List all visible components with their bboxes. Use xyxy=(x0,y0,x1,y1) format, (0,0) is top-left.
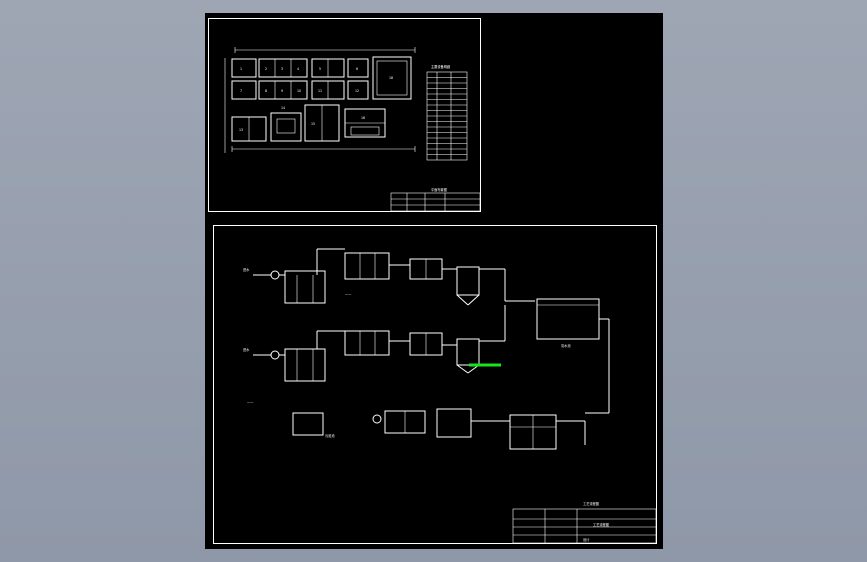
large-room-number: 18 xyxy=(389,76,393,80)
room-5: 5 xyxy=(319,67,321,71)
sludge-line: —— 污泥池 xyxy=(247,400,586,450)
process-sheet: 进水 —— 进水 xyxy=(213,225,657,544)
plan-row-1: 1 2 3 4 5 6 xyxy=(231,58,369,78)
room-2: 2 xyxy=(265,67,267,71)
process-title-block: 工艺流程图 工艺流程图 设计 xyxy=(512,501,657,544)
layout-title-block: 平面布置图 xyxy=(390,187,481,212)
room-8: 8 xyxy=(265,89,267,93)
process-title-main: 工艺流程图 xyxy=(593,522,609,527)
large-room xyxy=(372,56,412,100)
svg-text:——: —— xyxy=(345,292,352,296)
process-sheet-border xyxy=(213,225,657,544)
equipment-table-title: 主要设备明细 xyxy=(431,64,450,69)
process-title-sub: 工艺流程图 xyxy=(583,501,599,506)
svg-text:——: —— xyxy=(247,400,254,404)
inflow-label-1: 进水 xyxy=(243,267,250,272)
layout-title-text: 平面布置图 xyxy=(431,187,447,192)
inflow-label-2: 进水 xyxy=(243,347,250,352)
layout-sheet: 1 2 3 4 5 6 7 8 9 10 11 12 18 xyxy=(208,18,481,212)
cad-drawing-canvas: 1 2 3 4 5 6 7 8 9 10 11 12 18 xyxy=(205,13,663,549)
room-12: 12 xyxy=(355,89,359,93)
room-15: 15 xyxy=(311,122,315,126)
room-6: 6 xyxy=(356,67,358,71)
tank-caption: 清水池 xyxy=(561,343,571,348)
room-9: 9 xyxy=(281,89,283,93)
room-10: 10 xyxy=(297,89,301,93)
room-13: 13 xyxy=(239,128,243,132)
room-11: 11 xyxy=(318,89,322,93)
plan-row-2: 7 8 9 10 11 12 xyxy=(231,80,369,100)
room-3: 3 xyxy=(281,67,283,71)
room-4: 4 xyxy=(297,67,299,71)
process-line-1: 进水 —— xyxy=(243,248,535,306)
room-16: 16 xyxy=(361,116,365,120)
process-title-name: 设计 xyxy=(583,537,590,542)
cad-drawing: 1 2 3 4 5 6 7 8 9 10 11 12 18 xyxy=(208,18,657,544)
process-line-2: 进水 xyxy=(243,305,506,382)
equipment-table: 主要设备明细 xyxy=(426,64,468,161)
layout-sheet-border xyxy=(208,18,481,212)
room-1: 1 xyxy=(240,67,242,71)
room-7: 7 xyxy=(240,89,242,93)
room-14: 14 xyxy=(281,106,285,110)
sludge-caption: 污泥池 xyxy=(325,433,335,438)
plan-row-3: 13 14 15 16 xyxy=(231,104,386,142)
clear-water-tank: 清水池 xyxy=(536,298,610,414)
